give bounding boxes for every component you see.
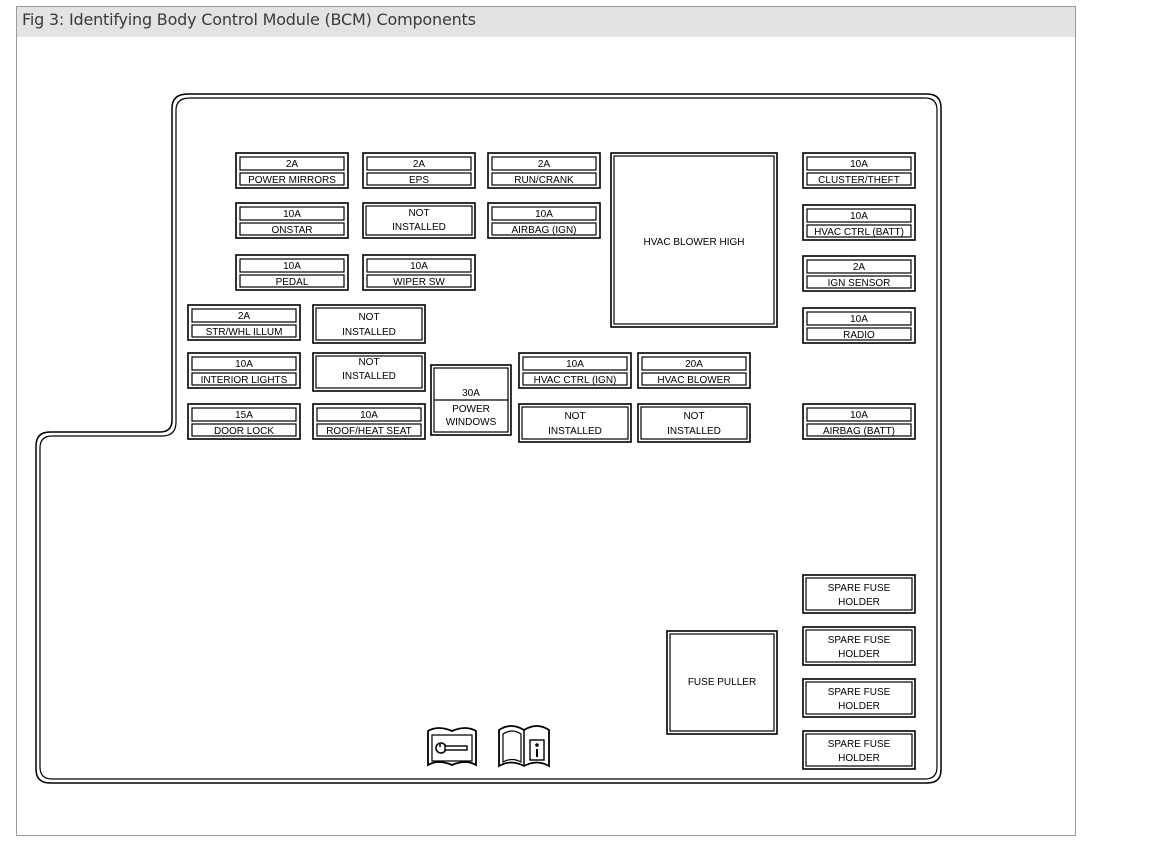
power-windows-fuse: 30A POWER WINDOWS xyxy=(430,364,512,436)
slot-line1: NOT xyxy=(358,357,379,368)
fuse: 10A CLUSTER/THEFT xyxy=(802,152,916,189)
fuse: 10A WIPER SW xyxy=(362,254,476,291)
fuse: 10A AIRBAG (BATT) xyxy=(802,403,916,440)
fuse: 10A INTERIOR LIGHTS xyxy=(187,352,301,389)
fuse-label: POWER MIRRORS xyxy=(248,175,336,186)
fuse-label: IGN SENSOR xyxy=(828,278,891,289)
fuse-amp: 10A xyxy=(283,261,301,272)
fuse-puller-label: FUSE PULLER xyxy=(688,677,756,688)
slot-line1: NOT xyxy=(683,411,704,422)
fuse-amp: 10A xyxy=(850,159,868,170)
fuse: 10A HVAC CTRL (BATT) xyxy=(802,204,916,241)
slot-line2: INSTALLED xyxy=(342,371,396,382)
spare-fuse-holder: SPARE FUSE HOLDER xyxy=(802,574,916,614)
power-windows-amp: 30A xyxy=(462,388,480,399)
module-outline-outer xyxy=(35,93,942,784)
fuse-label: DOOR LOCK xyxy=(214,426,274,437)
fuse-label: EPS xyxy=(409,175,429,186)
fuse-amp: 20A xyxy=(685,359,703,370)
slot-line1: NOT xyxy=(358,312,379,323)
fuse-amp: 10A xyxy=(850,314,868,325)
fuse-amp: 2A xyxy=(853,262,866,273)
fuse: 10A ONSTAR xyxy=(235,202,349,239)
not-installed-slot: NOT INSTALLED xyxy=(312,304,426,344)
fuse-amp: 10A xyxy=(410,261,428,272)
fuse: 2A IGN SENSOR xyxy=(802,255,916,292)
fuse-amp: 10A xyxy=(850,211,868,222)
slot-line2: INSTALLED xyxy=(392,222,446,233)
fuse-amp: 10A xyxy=(850,410,868,421)
hvac-blower-high-relay: HVAC BLOWER HIGH xyxy=(610,152,778,328)
service-manual-icon xyxy=(427,727,477,767)
fuse-amp: 10A xyxy=(235,359,253,370)
fuse-label: ROOF/HEAT SEAT xyxy=(326,426,412,437)
not-installed-slot: NOT INSTALLED xyxy=(312,352,426,392)
spare-fuse-holder: SPARE FUSE HOLDER xyxy=(802,678,916,718)
fuse-amp: 2A xyxy=(286,159,299,170)
module-outline-inner xyxy=(39,97,938,780)
fuse: 20A HVAC BLOWER xyxy=(637,352,751,389)
fuse: 10A RADIO xyxy=(802,307,916,344)
fuse-amp: 10A xyxy=(283,209,301,220)
spare-holder-line2: HOLDER xyxy=(838,649,880,660)
figure-title: Fig 3: Identifying Body Control Module (… xyxy=(22,10,476,29)
fuse-amp: 2A xyxy=(413,159,426,170)
fuse-label: RADIO xyxy=(843,330,875,341)
fuse-label: HVAC CTRL (BATT) xyxy=(814,227,904,238)
spare-holder-line1: SPARE FUSE xyxy=(828,687,891,698)
spare-fuse-holder: SPARE FUSE HOLDER xyxy=(802,626,916,666)
not-installed-slot: NOT INSTALLED xyxy=(518,403,632,443)
spare-holder-line1: SPARE FUSE xyxy=(828,583,891,594)
fuse-label: HVAC BLOWER xyxy=(657,375,730,386)
spare-holder-line2: HOLDER xyxy=(838,597,880,608)
spare-fuse-holder: SPARE FUSE HOLDER xyxy=(802,730,916,770)
fuse-label: RUN/CRANK xyxy=(514,175,574,186)
spare-holder-line2: HOLDER xyxy=(838,753,880,764)
fuse-label: HVAC CTRL (IGN) xyxy=(534,375,617,386)
fuse-amp: 2A xyxy=(538,159,551,170)
fuse: 2A EPS xyxy=(362,152,476,189)
fuse-label: CLUSTER/THEFT xyxy=(818,175,900,186)
fuse-label: AIRBAG (IGN) xyxy=(511,225,576,236)
slot-line1: NOT xyxy=(564,411,585,422)
spare-holder-line1: SPARE FUSE xyxy=(828,739,891,750)
power-windows-line2: WINDOWS xyxy=(446,417,497,428)
fuse-label: STR/WHL ILLUM xyxy=(206,327,283,338)
fuse: 10A AIRBAG (IGN) xyxy=(487,202,601,239)
fuse: 10A HVAC CTRL (IGN) xyxy=(518,352,632,389)
fuse-amp: 10A xyxy=(535,209,553,220)
fuse-label: PEDAL xyxy=(276,277,309,288)
hvac-blower-high-label: HVAC BLOWER HIGH xyxy=(644,237,745,248)
fuse-puller: FUSE PULLER xyxy=(666,630,778,735)
figure-title-bar: Fig 3: Identifying Body Control Module (… xyxy=(17,7,1075,37)
spare-holder-line2: HOLDER xyxy=(838,701,880,712)
fuse-label: INTERIOR LIGHTS xyxy=(201,375,288,386)
spare-holder-line1: SPARE FUSE xyxy=(828,635,891,646)
owner-manual-info-icon xyxy=(498,725,550,768)
fuse-amp: 10A xyxy=(566,359,584,370)
fuse-label: WIPER SW xyxy=(393,277,445,288)
fuse-amp: 10A xyxy=(360,410,378,421)
fuse: 2A STR/WHL ILLUM xyxy=(187,304,301,341)
slot-line1: NOT xyxy=(408,208,429,219)
not-installed-slot: NOT INSTALLED xyxy=(362,202,476,239)
not-installed-slot: NOT INSTALLED xyxy=(637,403,751,443)
fuse-label: ONSTAR xyxy=(272,225,313,236)
fuse: 2A POWER MIRRORS xyxy=(235,152,349,189)
slot-line2: INSTALLED xyxy=(667,426,721,437)
slot-line2: INSTALLED xyxy=(548,426,602,437)
fuse-amp: 15A xyxy=(235,410,253,421)
fuse-label: AIRBAG (BATT) xyxy=(823,426,895,437)
fuse: 15A DOOR LOCK xyxy=(187,403,301,440)
slot-line2: INSTALLED xyxy=(342,327,396,338)
fuse: 2A RUN/CRANK xyxy=(487,152,601,189)
fuse-amp: 2A xyxy=(238,311,251,322)
fuse: 10A PEDAL xyxy=(235,254,349,291)
power-windows-line1: POWER xyxy=(452,404,490,415)
fuse: 10A ROOF/HEAT SEAT xyxy=(312,403,426,440)
